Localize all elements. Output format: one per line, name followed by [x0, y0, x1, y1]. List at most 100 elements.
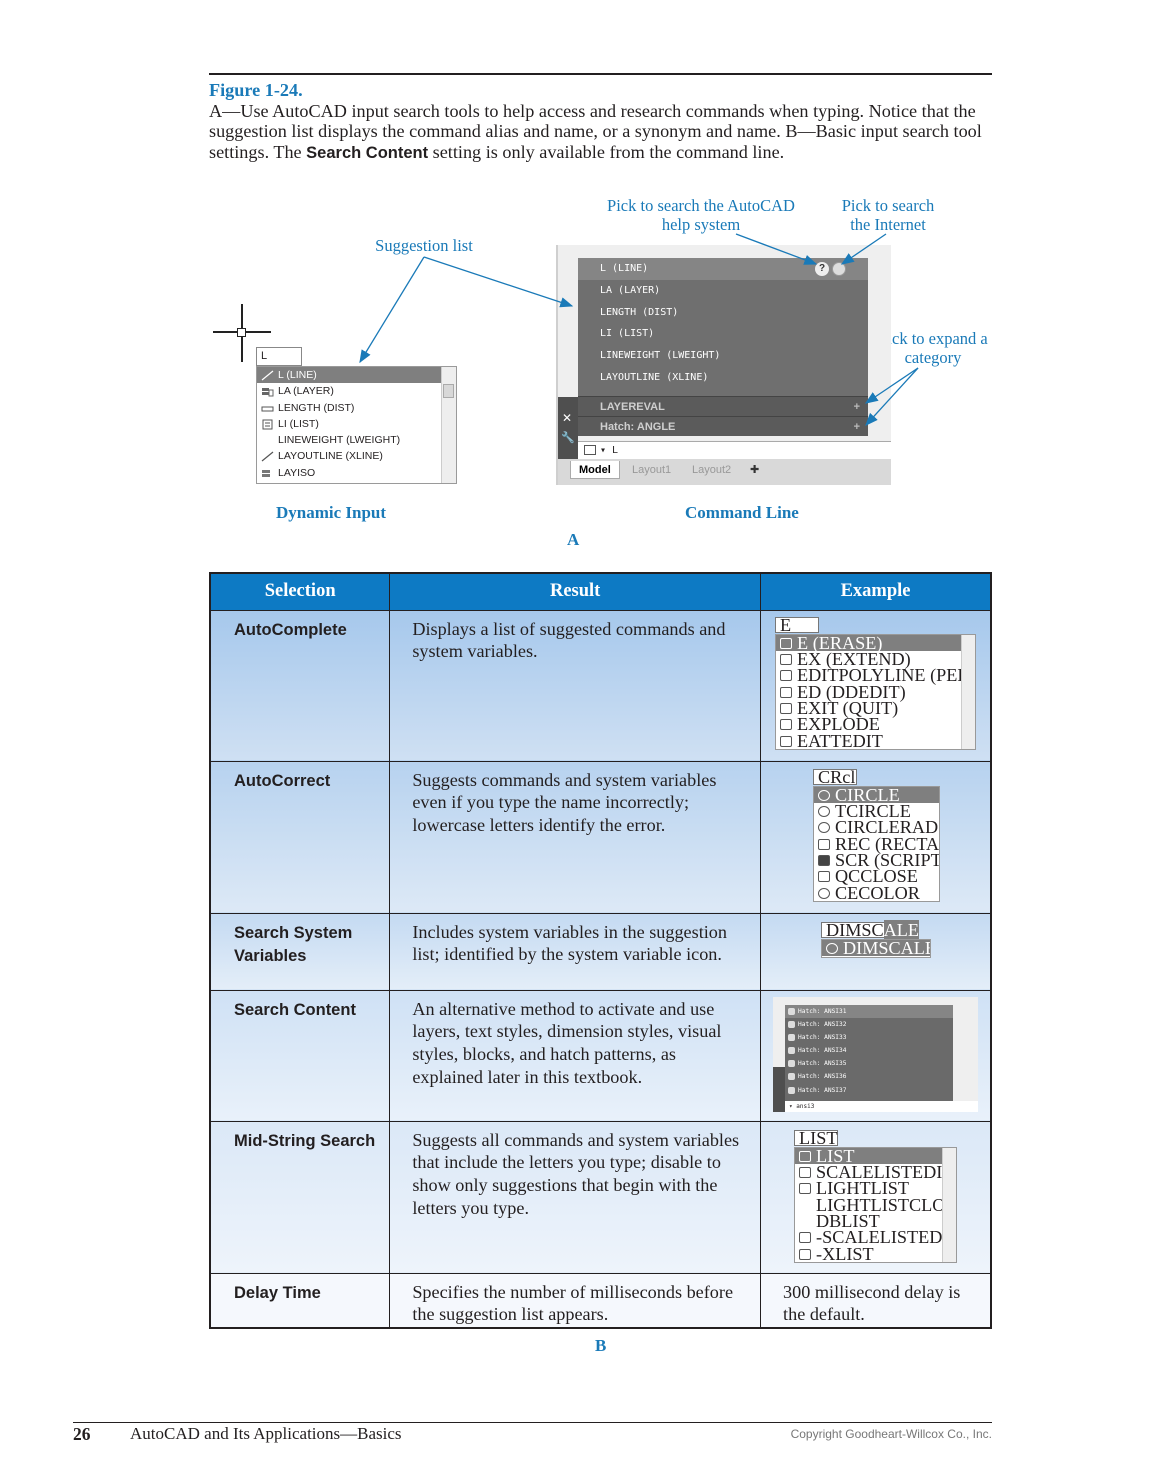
caption-bold-term: Search Content [306, 143, 429, 162]
list-item: CIRCLE [814, 786, 940, 804]
quit-icon [780, 703, 793, 715]
example-cell: E E (ERASE) EX (EXTEND) EDITPOLYLINE (PE… [760, 609, 992, 762]
close-icon[interactable]: ✕ [562, 411, 573, 425]
help-icon[interactable]: ? [815, 262, 829, 276]
scrollbar [961, 634, 976, 749]
callout-expand-category: Pick to expand a category [878, 329, 988, 367]
expand-icon[interactable]: + [853, 401, 860, 413]
category-row[interactable]: Hatch: ANGLE+ [578, 416, 868, 436]
list-item[interactable]: LA (LAYER) [600, 284, 661, 296]
table-row: Delay Time Specifies the number of milli… [209, 1272, 992, 1329]
example-input: CRcl [813, 767, 858, 786]
measure-icon [261, 406, 274, 412]
section-letter-b: B [595, 1336, 607, 1355]
section-letter-a: A [567, 530, 580, 549]
list-item[interactable]: LENGTH (DIST) [600, 306, 679, 318]
system-variable-icon [826, 942, 839, 954]
list-item: SCALELISTEDIT [795, 1163, 956, 1181]
dynamic-input-field[interactable]: L [256, 347, 302, 366]
list-item[interactable]: LA (LAYER) [257, 383, 456, 399]
scrollbar[interactable] [441, 367, 456, 483]
list-item[interactable]: LAYOUTLINE (XLINE) [257, 448, 456, 464]
list-item: SCR (SCRIPT) [814, 851, 939, 869]
list-item: EDITPOLYLINE (PEDIT) [776, 666, 975, 684]
list-item: Hatch: ANSI32 [785, 1018, 953, 1031]
system-variable-icon [818, 822, 831, 834]
list-item[interactable]: L (LINE) ? [578, 258, 868, 280]
example-suggestion-list: E (ERASE) EX (EXTEND) EDITPOLYLINE (PEDI… [775, 633, 977, 750]
search-content-screenshot: Hatch: ANSI31 Hatch: ANSI32 Hatch: ANSI3… [773, 996, 979, 1112]
table-row: AutoCorrect Suggests commands and system… [209, 760, 992, 914]
table-row: AutoComplete Displays a list of suggeste… [209, 609, 992, 762]
circle-icon [818, 789, 831, 801]
example-prompt: ▾ ansi3 [785, 1100, 979, 1112]
result-cell: Displays a list of suggested commands an… [389, 609, 762, 762]
list-item[interactable]: LINEWEIGHT (LWEIGHT) [600, 350, 721, 362]
table-row: Mid-String Search Suggests all commands … [209, 1120, 992, 1274]
list-item[interactable]: LENGTH (DIST) [257, 400, 456, 416]
list-item: EXIT (QUIT) [776, 699, 975, 717]
table-row: Search Content An alternative method to … [209, 989, 992, 1122]
example-cell: 300 millisecond delay is the default. [760, 1272, 992, 1329]
example-input: DIMSCALE [821, 919, 920, 940]
expand-icon[interactable]: + [853, 421, 860, 433]
tab-model[interactable]: Model [570, 461, 620, 479]
example-cell: CRcl CIRCLE TCIRCLE CIRCLERAD REC (RECTA… [760, 760, 992, 914]
scrollbar-thumb[interactable] [443, 384, 454, 398]
list-item: -XLIST [795, 1245, 956, 1262]
command-line-input[interactable]: ▾ L [578, 441, 891, 459]
list-item[interactable]: LAYISO [257, 465, 456, 481]
wrench-icon[interactable]: 🔧 [561, 432, 575, 444]
tab-layout2[interactable]: Layout2 [692, 464, 732, 476]
dynamic-input-suggestion-list: L (LINE) LA (LAYER) LENGTH (DIST) LI (LI… [256, 366, 457, 484]
example-input: LIST [794, 1128, 839, 1147]
list-item[interactable]: LI (LIST) [257, 416, 456, 432]
column-header: Result [389, 572, 762, 611]
category-row[interactable]: LAYEREVAL+ [578, 396, 868, 416]
explode-icon [780, 719, 793, 731]
prompt-icon [584, 445, 596, 455]
list-item: Hatch: ANSI31 [785, 1004, 954, 1018]
list-item[interactable]: LI (LIST) [600, 328, 655, 340]
list-item: Hatch: ANSI34 [785, 1044, 953, 1057]
add-layout-icon[interactable]: ✚ [750, 464, 760, 476]
scale-list-icon [799, 1166, 812, 1178]
result-cell: Suggests all commands and system variabl… [389, 1120, 762, 1274]
layer-icon [262, 388, 274, 397]
tab-layout1[interactable]: Layout1 [632, 464, 672, 476]
list-item: -SCALELISTEDIT [795, 1228, 956, 1247]
figure-label: Figure 1-24. [209, 80, 303, 100]
copyright-notice: Copyright Goodheart-Willcox Co., Inc. [790, 1427, 992, 1441]
command-line-label: Command Line [685, 503, 799, 522]
list-item: TCIRCLE [814, 802, 939, 820]
result-cell: Specifies the number of milliseconds bef… [389, 1272, 762, 1329]
command-line-border [556, 245, 558, 485]
list-item: EATTEDIT [776, 732, 975, 749]
xlist-icon [799, 1248, 812, 1260]
list-item: Hatch: ANSI35 [785, 1057, 953, 1070]
list-item[interactable]: LAYOUTLINE (XLINE) [600, 371, 709, 383]
list-item: DIMSCALE [822, 939, 931, 957]
callout-help-system: Pick to search the AutoCAD help system [607, 196, 795, 234]
list-item: CECOLOR [814, 884, 939, 901]
example-cell: DIMSCALE DIMSCALE [760, 912, 992, 991]
example-input: E [775, 615, 820, 634]
internet-search-icon[interactable] [832, 262, 846, 276]
example-cell: Hatch: ANSI31 Hatch: ANSI32 Hatch: ANSI3… [760, 989, 992, 1122]
list-item: Hatch: ANSI36 [785, 1070, 953, 1083]
hatch-icon [788, 1060, 796, 1068]
list-item[interactable]: LINEWEIGHT (LWEIGHT) [278, 434, 401, 447]
layout-tabs: Model Layout1 Layout2 ✚ [556, 459, 891, 485]
list-item: Hatch: ANSI33 [785, 1031, 953, 1044]
list-item[interactable]: L (LINE) [257, 367, 442, 384]
list-item: ED (DDEDIT) [776, 683, 975, 701]
footer-rule [73, 1422, 992, 1423]
list-item: EX (EXTEND) [776, 650, 975, 668]
arrow-suggestion-command [423, 256, 574, 308]
selection-cell: Mid-String Search [209, 1120, 391, 1274]
callout-internet: Pick to search the Internet [841, 196, 935, 234]
scale-list-icon [799, 1232, 812, 1244]
scrollbar [942, 1147, 957, 1262]
list-item: REC (RECTANG) [814, 835, 939, 853]
result-cell: An alternative method to activate and us… [389, 989, 762, 1122]
